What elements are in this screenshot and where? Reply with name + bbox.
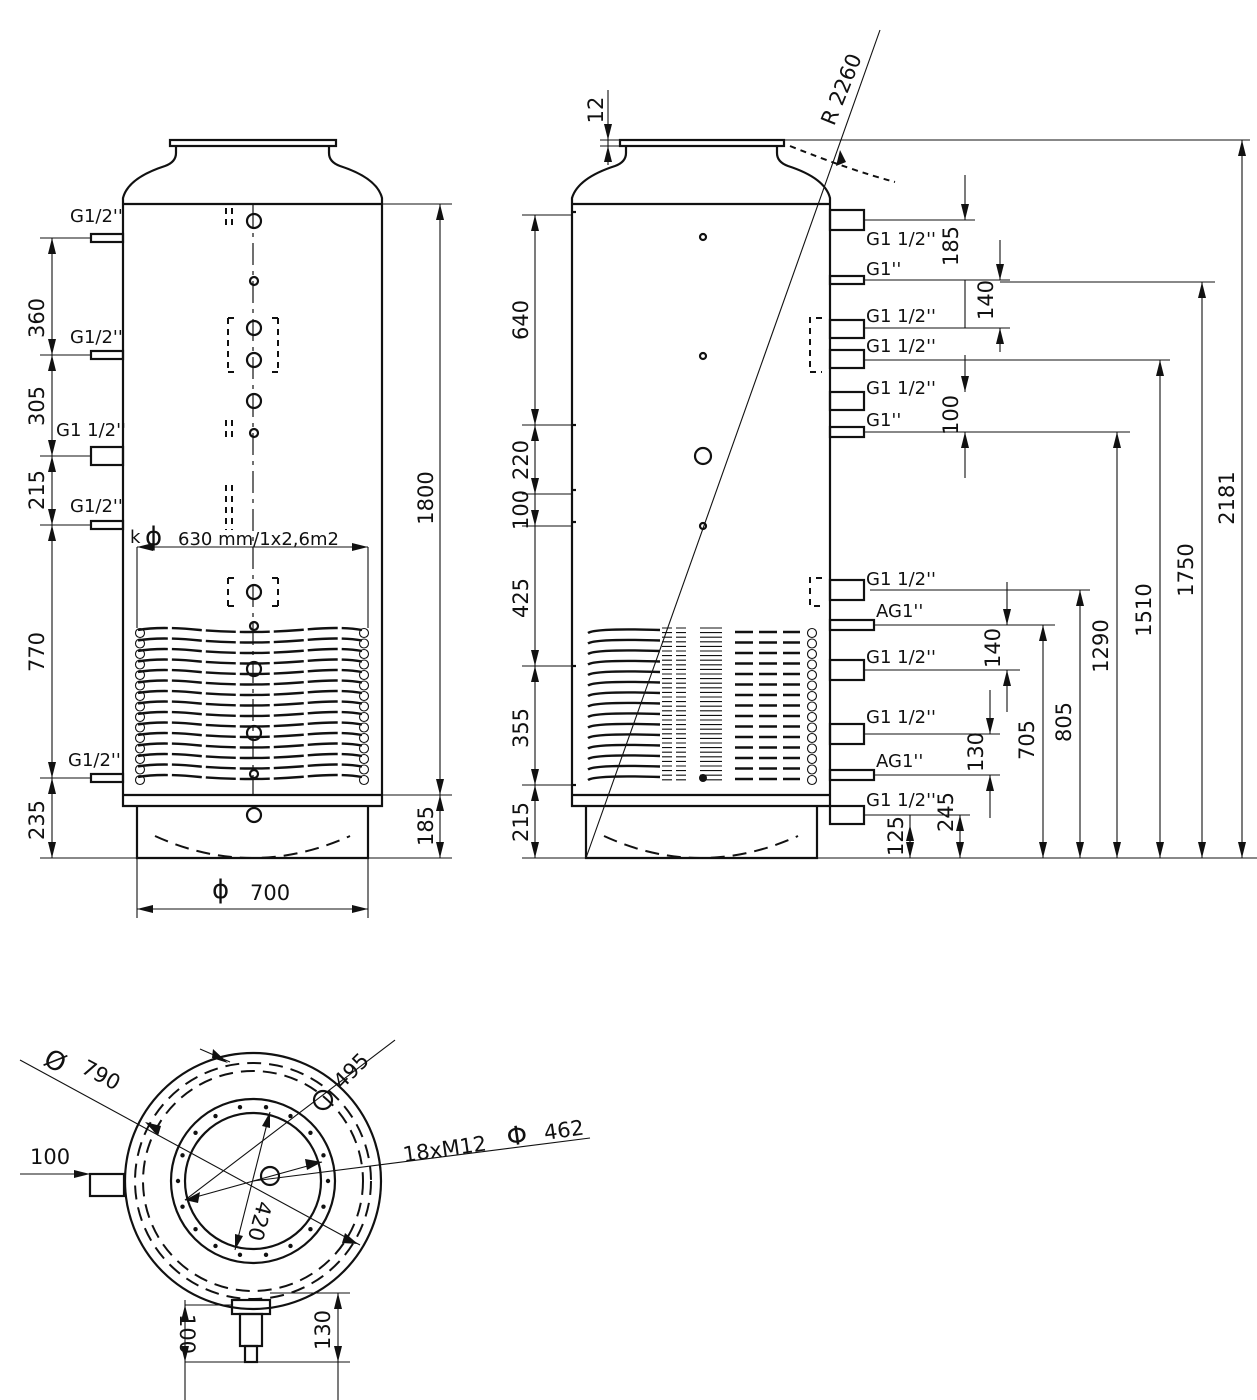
side-dim-125: 125	[884, 816, 908, 856]
front-dim-305: 305	[25, 386, 49, 426]
side-port-label: G1 1/2''	[866, 790, 936, 811]
side-dim-1510: 1510	[1132, 583, 1156, 636]
side-dim-245: 245	[934, 792, 958, 832]
front-top-flange	[168, 138, 338, 148]
top-bolt-circle-symbol: Φ	[505, 1120, 529, 1153]
top-left-port	[88, 1172, 126, 1198]
top-bolt-holes	[175, 1104, 331, 1258]
top-flange-outer	[169, 1097, 337, 1265]
front-port-label: G1/2''	[70, 206, 123, 227]
side-view: R 2260 12	[509, 29, 1257, 860]
front-port-label: G1/2''	[68, 750, 121, 771]
side-port-label: G1 1/2''	[866, 229, 936, 250]
front-dim-235: 235	[25, 800, 49, 840]
side-dim-185: 185	[939, 226, 963, 266]
side-port-label: G1 1/2''	[866, 569, 936, 590]
side-dim-220: 220	[509, 440, 533, 480]
top-dim-130: 130	[311, 1310, 335, 1350]
front-port-label: G1 1/2''	[56, 420, 126, 441]
top-outer-diameter: 790	[78, 1055, 125, 1095]
front-port-label: G1/2''	[70, 327, 123, 348]
side-coil	[587, 627, 818, 786]
side-port-label: AG1''	[876, 601, 923, 622]
side-port-label: G1 1/2''	[866, 378, 936, 399]
side-dim-100: 100	[939, 395, 963, 435]
side-dim-140: 140	[974, 280, 998, 320]
side-tank-outline	[570, 146, 832, 808]
front-center-ports	[245, 212, 263, 824]
side-dim-425: 425	[509, 578, 533, 618]
front-port-label: G1/2''	[70, 496, 123, 517]
side-dim-215: 215	[509, 802, 533, 842]
side-dim-1290: 1290	[1089, 619, 1113, 672]
top-dim-100: 100	[30, 1145, 70, 1169]
front-dim-1800: 1800	[414, 471, 438, 524]
top-flange-inner-dim: 420	[243, 1199, 277, 1244]
coil-label: 630 mm/1x2,6m2	[178, 529, 339, 550]
side-dim-1750: 1750	[1174, 543, 1198, 596]
side-port-label: G1 1/2''	[866, 707, 936, 728]
top-flange-inner	[183, 1111, 323, 1251]
front-tank-outline	[121, 146, 384, 808]
coil-label-phi: ϕ	[145, 522, 162, 552]
side-port-label: G1 1/2''	[866, 647, 936, 668]
front-base	[135, 806, 370, 860]
front-diameter-symbol: ϕ	[212, 875, 229, 905]
front-dim-215: 215	[25, 470, 49, 510]
side-top-flange	[618, 138, 786, 148]
side-port-label: G1 1/2''	[866, 336, 936, 357]
side-dim-355: 355	[509, 708, 533, 748]
side-dim-130: 130	[964, 732, 988, 772]
side-dim-2181: 2181	[1215, 471, 1239, 524]
top-bolts: 18xM12	[401, 1131, 488, 1166]
side-dim-12: 12	[584, 97, 608, 124]
side-dim-100: 100	[509, 490, 533, 530]
top-inner-diameter: 495	[329, 1048, 374, 1093]
top-outer-symbol: Ø	[39, 1044, 71, 1080]
front-coil	[134, 626, 370, 786]
side-port-label: G1''	[866, 410, 901, 431]
side-port-label: G1 1/2''	[866, 306, 936, 327]
front-dim-360: 360	[25, 298, 49, 338]
top-view: 100 100 130 Ø 790 495 18xM12 Φ 462 420	[19, 1039, 591, 1400]
front-dim-770: 770	[25, 632, 49, 672]
side-dim-805: 805	[1052, 702, 1076, 742]
top-bolt-circle: 462	[542, 1116, 585, 1145]
side-dim-640: 640	[509, 300, 533, 340]
side-port-label: AG1''	[876, 751, 923, 772]
front-view: G1/2'' G1/2'' G1 1/2'' G1/2'' G1/2'' 360…	[25, 138, 452, 918]
coil-label-prefix: k	[130, 527, 141, 548]
top-dim-100b: 100	[175, 1314, 199, 1354]
side-dim-705: 705	[1015, 720, 1039, 760]
front-diameter-value: 700	[250, 881, 290, 905]
front-dim-185: 185	[414, 806, 438, 846]
side-right-ports	[828, 208, 876, 826]
side-port-label: G1''	[866, 259, 901, 280]
side-dim-140b: 140	[981, 628, 1005, 668]
